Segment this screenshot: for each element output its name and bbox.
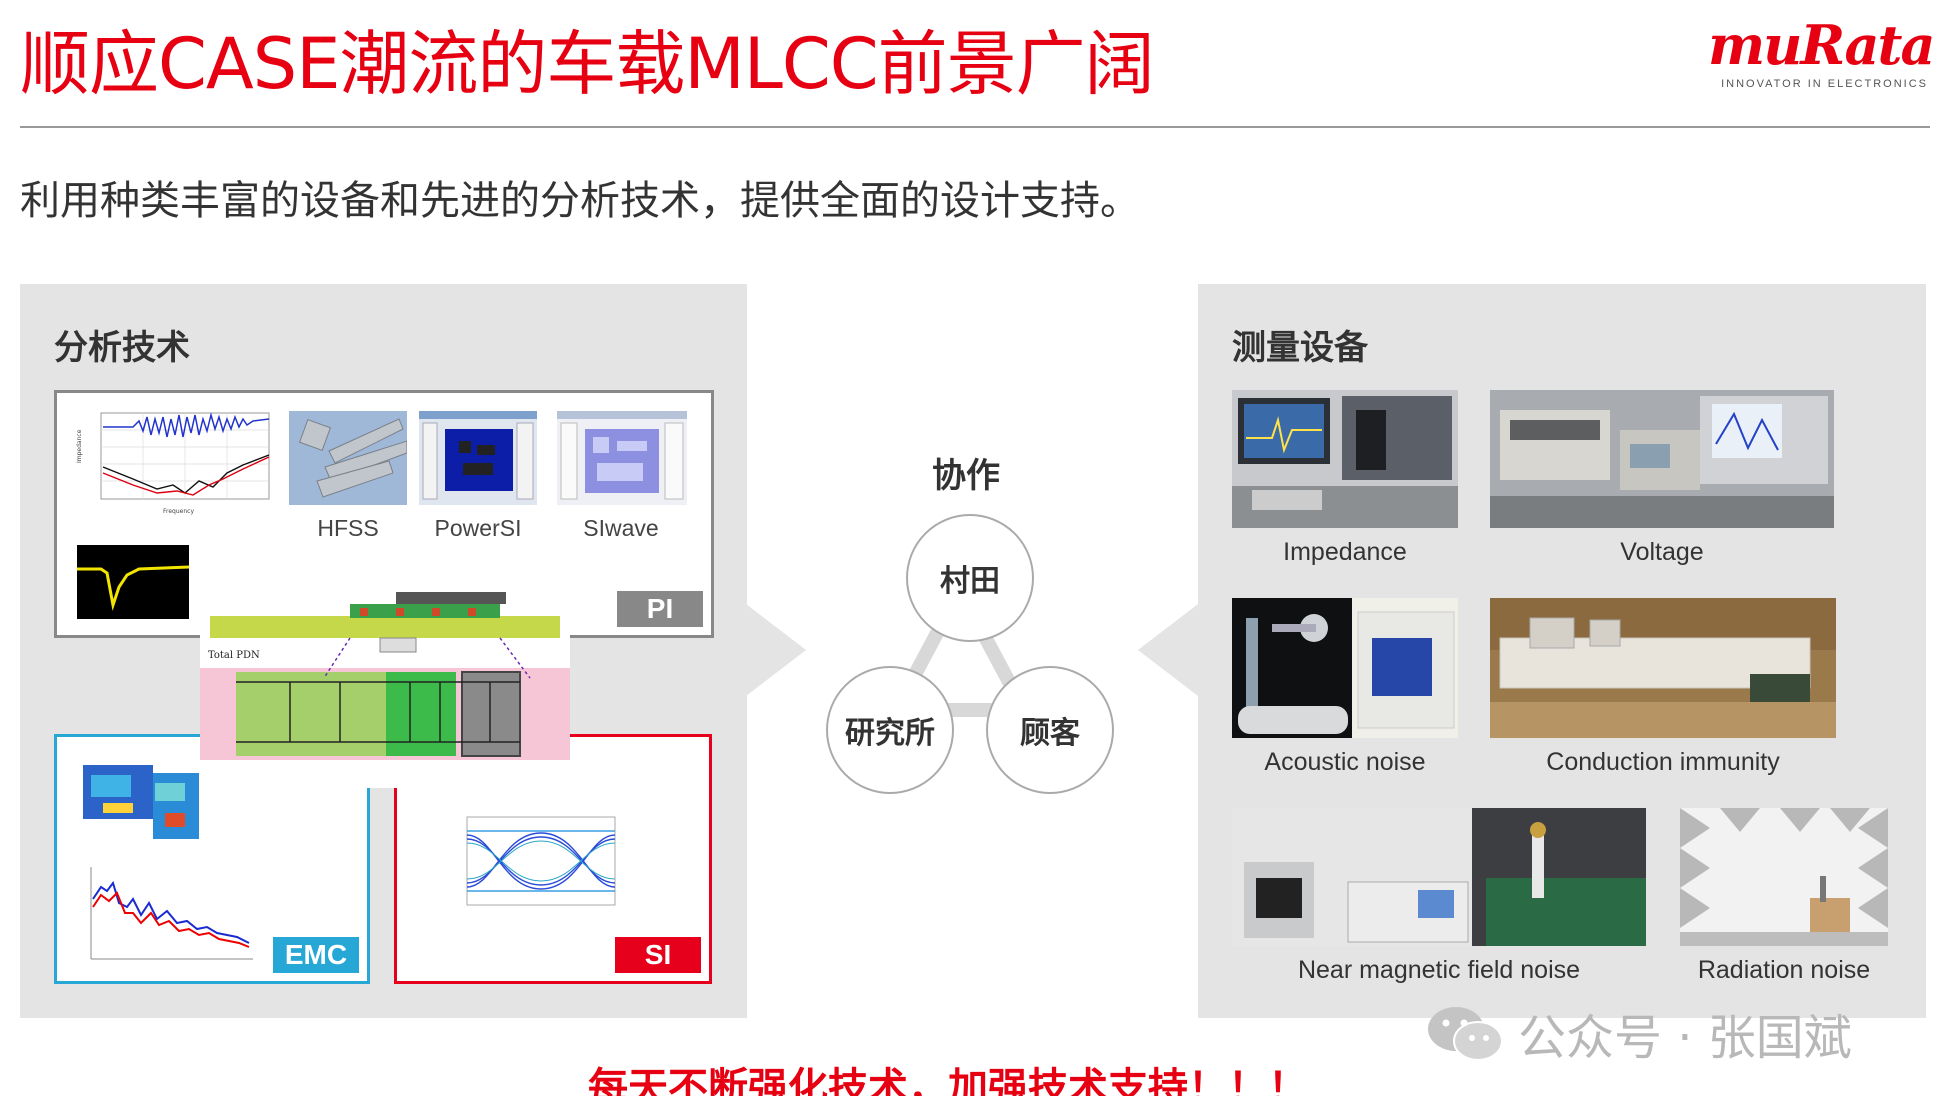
page-subtitle: 利用种类丰富的设备和先进的分析技术，提供全面的设计支持。 — [20, 178, 1140, 224]
murata-logo: muRata INNOVATOR IN ELECTRONICS — [1708, 13, 1935, 90]
arrow-right — [1138, 604, 1198, 696]
pi-box: Impedance Frequency HFSS PowerSI SIwave … — [54, 390, 714, 638]
svg-text:Total PDN: Total PDN — [208, 650, 260, 661]
si-tag: SI — [615, 937, 701, 973]
tool-label-hfss: HFSS — [317, 515, 379, 541]
emc-tag: EMC — [273, 937, 359, 973]
collaboration-title: 协作 — [932, 456, 1000, 496]
equipment-title: 测量设备 — [1232, 328, 1368, 368]
arrow-left — [746, 604, 806, 696]
tool-label-powersi: PowerSI — [434, 515, 522, 541]
label-impedance: Impedance — [1283, 538, 1407, 566]
scope-trace — [77, 545, 189, 619]
svg-text:Frequency: Frequency — [163, 508, 194, 515]
emc-spectrum — [90, 867, 253, 960]
hfss-thumbnail — [289, 411, 407, 505]
collab-node-customer: 顾客 — [986, 666, 1114, 794]
watermark-text: 公众号 · 张国斌 — [1518, 1010, 1852, 1066]
pdn-circuit-diagram: Total PDN — [200, 592, 570, 788]
acoustic-noise-photo — [1232, 598, 1458, 738]
label-near-field-noise: Near magnetic field noise — [1297, 956, 1581, 984]
analysis-title: 分析技术 — [54, 328, 190, 368]
tool-label-siwave: SIwave — [583, 515, 659, 541]
siwave-thumbnail — [557, 411, 687, 505]
collab-node-murata: 村田 — [906, 514, 1034, 642]
pdn-circuit-graphic: Total PDN — [200, 592, 570, 760]
collab-node-institute: 研究所 — [826, 666, 954, 794]
conduction-immunity-photo — [1490, 598, 1836, 738]
page-title: 顺应CASE潮流的车载MLCC前景广阔 — [20, 23, 1155, 105]
powersi-thumbnail — [419, 411, 537, 505]
label-radiation-noise: Radiation noise — [1697, 956, 1871, 984]
watermark: 公众号 · 张国斌 — [1426, 998, 1852, 1068]
emc-board-map — [83, 765, 199, 839]
logo-wordmark: muRata — [1708, 13, 1935, 77]
title-divider — [20, 126, 1930, 128]
eye-diagram — [466, 816, 616, 906]
label-conduction-immunity: Conduction immunity — [1546, 748, 1780, 776]
wechat-icon — [1428, 1007, 1503, 1061]
logo-tagline: INNOVATOR IN ELECTRONICS — [1721, 78, 1928, 90]
near-field-noise-photo — [1232, 808, 1646, 946]
pi-tag: PI — [617, 591, 703, 627]
voltage-photo — [1490, 390, 1834, 528]
label-voltage: Voltage — [1620, 538, 1704, 566]
impedance-plot: Impedance Frequency — [76, 412, 270, 515]
footer-slogan: 每天不断强化技术，加强技术支持！！！ — [588, 1065, 1308, 1096]
svg-text:Impedance: Impedance — [76, 429, 83, 463]
label-acoustic-noise: Acoustic noise — [1264, 748, 1426, 776]
impedance-photo — [1232, 390, 1458, 528]
radiation-noise-photo — [1680, 808, 1888, 946]
